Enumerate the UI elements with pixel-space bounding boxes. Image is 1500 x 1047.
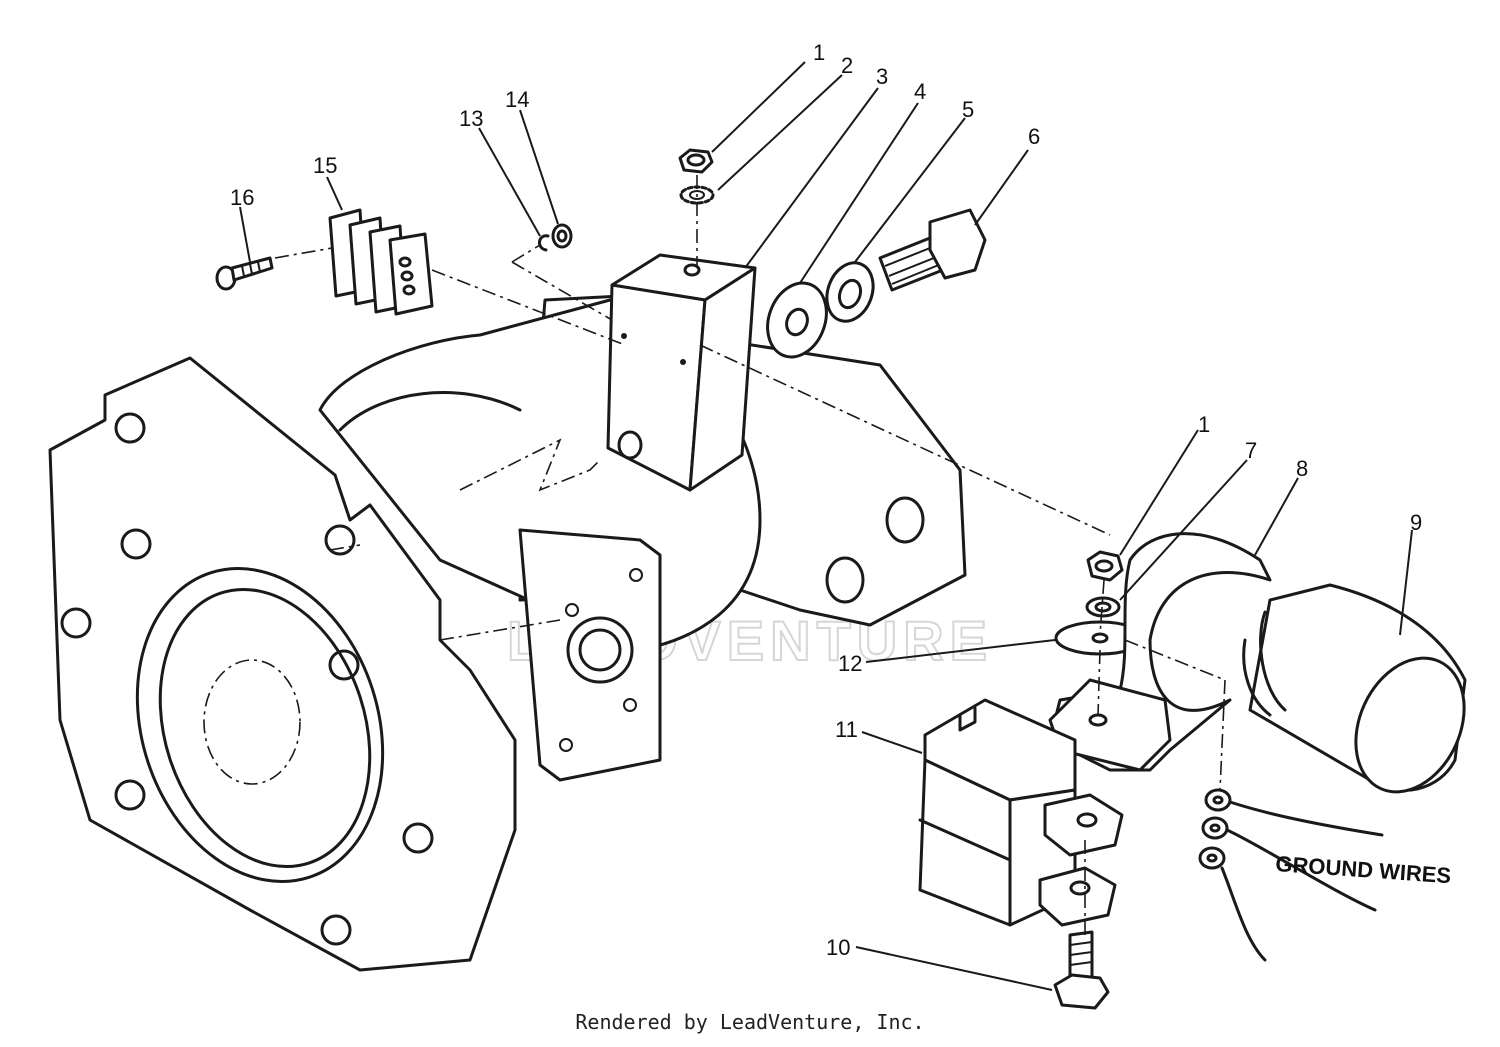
nut-14 [551,223,573,249]
lock-washer-5 [825,261,875,323]
callout-1-right: 1 [1198,412,1210,437]
callout-14: 14 [505,87,529,112]
bolt-6 [878,208,987,292]
callout-7: 7 [1245,438,1257,463]
assembly-lines [274,175,1226,935]
relay-11 [918,698,1124,927]
callout-9: 9 [1410,510,1422,535]
callout-10: 10 [826,935,850,960]
callout-1: 1 [813,40,825,65]
screw-16 [215,256,274,291]
callout-2: 2 [841,53,853,78]
callout-8: 8 [1296,456,1308,481]
ground-wire-terminals [1198,788,1384,962]
callout-11: 11 [835,717,858,742]
callout-4: 4 [914,79,926,104]
connector-15 [328,208,434,316]
nut-1-right [1086,550,1124,582]
clip-13 [538,234,550,252]
callout-12: 12 [838,651,862,676]
lock-washer-7 [1085,596,1121,618]
capacitor-9 [1242,583,1467,794]
bolt-10 [1053,930,1110,1010]
footer-credit: Rendered by LeadVenture, Inc. [575,1010,925,1034]
callout-3: 3 [876,64,888,89]
callout-15: 15 [313,153,337,178]
mounting-bracket [606,253,757,492]
callout-6: 6 [1028,124,1040,149]
clamp-strap-8 [1048,532,1272,772]
callout-16: 16 [230,185,254,210]
nut-1-top [678,148,714,174]
washer-4 [766,281,828,359]
leader-lines [239,61,1413,991]
callout-5: 5 [962,97,974,122]
callout-13: 13 [459,106,483,131]
ground-wires-label: GROUND WIRES [1275,851,1452,888]
callouts: 1 2 3 4 5 6 1 7 8 9 10 11 12 13 14 15 16 [230,40,1422,960]
